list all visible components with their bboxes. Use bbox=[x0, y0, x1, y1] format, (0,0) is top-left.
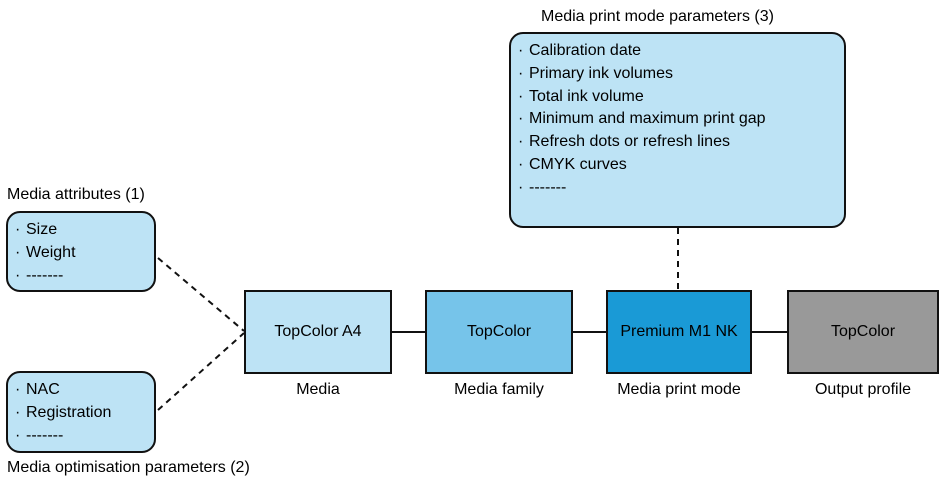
node-media-family-value: TopColor bbox=[466, 323, 532, 340]
node-media-print-mode-value: Premium M1 NK bbox=[620, 323, 738, 340]
node-output-profile: TopColor bbox=[787, 290, 939, 374]
node-media: TopColor A4 bbox=[244, 290, 392, 374]
media-optimisation-box: ·NAC ·Registration ·------- bbox=[6, 371, 156, 453]
print-mode-params-list: ·Calibration date ·Primary ink volumes ·… bbox=[518, 40, 844, 200]
media-optimisation-title: Media optimisation parameters (2) bbox=[7, 459, 250, 476]
list-item: ·CMYK curves bbox=[518, 155, 627, 173]
node-output-profile-label: Output profile bbox=[814, 381, 912, 398]
list-item: ·Minimum and maximum print gap bbox=[518, 110, 766, 128]
node-media-value: TopColor A4 bbox=[274, 323, 362, 340]
list-item: ·Calibration date bbox=[518, 42, 642, 59]
node-media-family-label: Media family bbox=[454, 381, 544, 398]
list-item: ·Registration bbox=[15, 403, 112, 421]
list-item: ·------- bbox=[518, 178, 567, 196]
dashed-connector-attributes bbox=[157, 257, 245, 332]
list-item: ·------- bbox=[15, 426, 64, 444]
node-media-family: TopColor bbox=[425, 290, 573, 374]
node-output-profile-value: TopColor bbox=[830, 323, 896, 340]
list-item: ·Size bbox=[15, 221, 58, 238]
node-media-print-mode: Premium M1 NK bbox=[606, 290, 752, 374]
list-item: ·Weight bbox=[15, 243, 76, 261]
media-attributes-box: ·Size ·Weight ·------- bbox=[6, 211, 156, 292]
media-attributes-list: ·Size ·Weight ·------- bbox=[15, 219, 154, 287]
node-media-label: Media bbox=[296, 381, 340, 398]
print-mode-params-title: Media print mode parameters (3) bbox=[541, 8, 774, 25]
media-attributes-title: Media attributes (1) bbox=[7, 186, 145, 203]
list-item: ·------- bbox=[15, 266, 64, 284]
list-item: ·NAC bbox=[15, 381, 60, 398]
list-item: ·Refresh dots or refresh lines bbox=[518, 133, 730, 151]
print-mode-params-box: ·Calibration date ·Primary ink volumes ·… bbox=[509, 32, 846, 228]
list-item: ·Total ink volume bbox=[518, 87, 644, 105]
media-optimisation-list: ·NAC ·Registration ·------- bbox=[15, 379, 154, 447]
node-media-print-mode-label: Media print mode bbox=[617, 381, 741, 398]
list-item: ·Primary ink volumes bbox=[518, 64, 674, 82]
dashed-connector-optimisation bbox=[157, 332, 245, 411]
